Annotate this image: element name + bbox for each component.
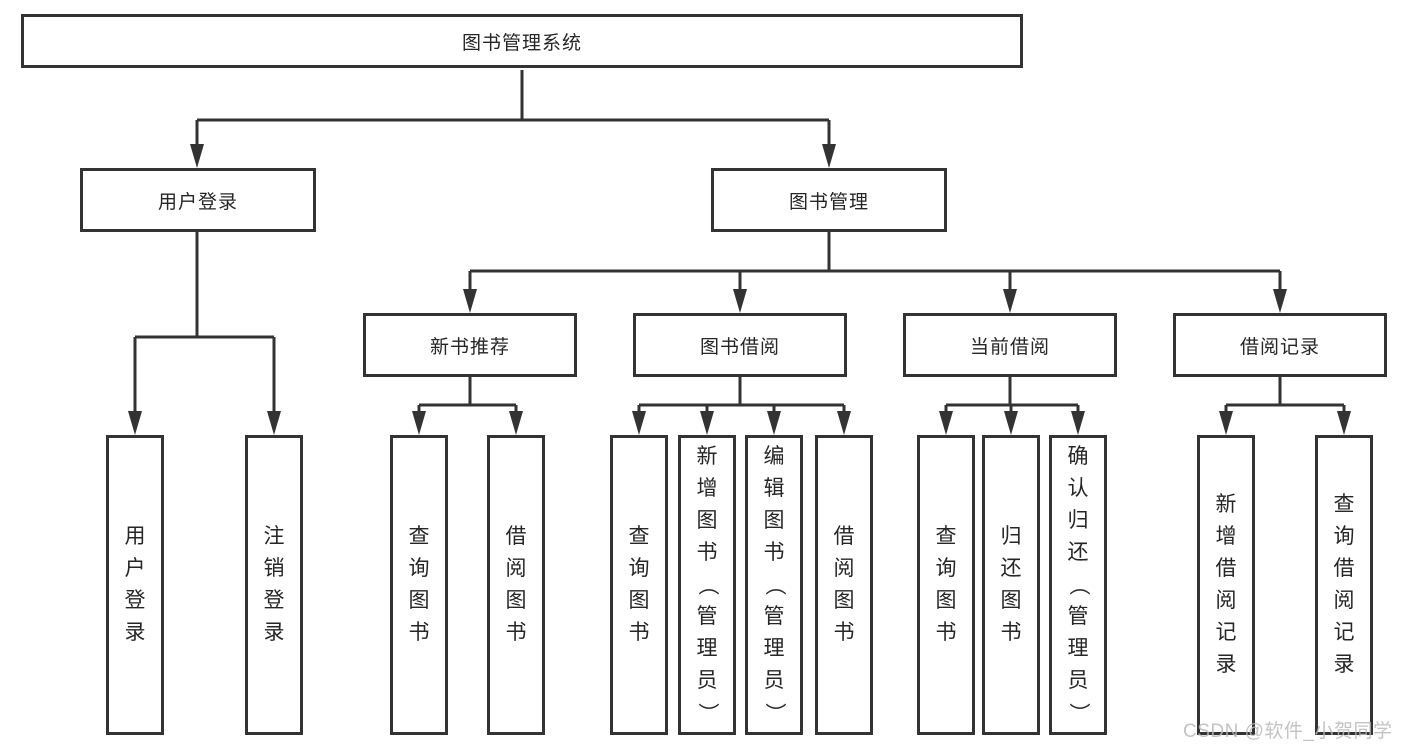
arrow-down-icon (733, 289, 747, 313)
leaf-label: 用户登录 (124, 525, 146, 644)
leaf-label: 新增图书（管理员） (696, 445, 719, 724)
leaf-label: 查询图书 (628, 525, 650, 644)
leaf-label: 确认归还（管理员） (1067, 445, 1090, 724)
leaf-query-books-current: 查询图书 (917, 435, 975, 735)
arrow-down-icon (1273, 289, 1287, 313)
arrow-down-icon (837, 411, 851, 435)
arrow-down-icon (1219, 411, 1233, 435)
node-user-login: 用户登录 (80, 168, 316, 232)
connector-newbooks-to-leaves (417, 377, 518, 413)
arrow-down-icon (1004, 411, 1018, 435)
connector-root-to-level2 (195, 70, 831, 146)
leaf-label: 借阅图书 (505, 525, 527, 644)
arrow-down-icon (632, 411, 646, 435)
arrow-down-icon (1337, 411, 1351, 435)
arrow-down-icon (1071, 411, 1085, 435)
leaf-logout: 注销登录 (245, 435, 303, 735)
leaf-label: 查询图书 (935, 525, 957, 644)
arrow-down-icon (767, 411, 781, 435)
node-library-system-root: 图书管理系统 (21, 14, 1023, 68)
csdn-watermark: CSDN @软件_小贺同学 (1183, 721, 1393, 742)
node-borrowing-records: 借阅记录 (1173, 313, 1387, 377)
leaf-user-login: 用户登录 (106, 435, 164, 735)
leaf-borrow-books-newbooks: 借阅图书 (487, 435, 545, 735)
leaf-confirm-return-admin: 确认归还（管理员） (1049, 435, 1107, 735)
arrow-down-icon (1003, 289, 1017, 313)
arrow-down-icon (190, 144, 204, 168)
node-book-management: 图书管理 (711, 168, 947, 232)
connector-current-to-leaves (944, 377, 1080, 413)
leaf-label: 借阅图书 (833, 525, 855, 644)
arrow-down-icon (822, 144, 836, 168)
leaf-label: 编辑图书（管理员） (763, 445, 786, 724)
arrow-down-icon (509, 411, 523, 435)
leaf-label: 注销登录 (263, 525, 285, 644)
leaf-borrow-books-borrowing: 借阅图书 (815, 435, 873, 735)
node-current-borrowing: 当前借阅 (903, 313, 1117, 377)
arrow-down-icon (939, 411, 953, 435)
leaf-edit-books-admin: 编辑图书（管理员） (745, 435, 803, 735)
leaf-query-books-borrowing: 查询图书 (610, 435, 668, 735)
connector-borrowing-to-leaves (637, 377, 846, 413)
leaf-add-books-admin: 新增图书（管理员） (678, 435, 736, 735)
node-book-borrowing: 图书借阅 (633, 313, 847, 377)
arrow-down-icon (463, 289, 477, 313)
arrow-down-icon (267, 411, 281, 435)
leaf-query-books-newbooks: 查询图书 (390, 435, 448, 735)
leaf-label: 归还图书 (1000, 525, 1022, 644)
leaf-label: 新增借阅记录 (1215, 493, 1237, 676)
connector-records-to-leaves (1224, 377, 1346, 413)
arrow-down-icon (128, 411, 142, 435)
node-new-book-recommend: 新书推荐 (363, 313, 577, 377)
leaf-query-borrow-record: 查询借阅记录 (1315, 435, 1373, 735)
arrow-down-icon (412, 411, 426, 435)
connector-bookmgmt-to-level3 (468, 232, 1282, 291)
arrow-down-icon (700, 411, 714, 435)
leaf-label: 查询借阅记录 (1333, 493, 1355, 676)
connector-userlogin-to-leaves (133, 232, 276, 413)
leaf-return-books: 归还图书 (982, 435, 1040, 735)
leaf-add-borrow-record: 新增借阅记录 (1197, 435, 1255, 735)
leaf-label: 查询图书 (408, 525, 430, 644)
